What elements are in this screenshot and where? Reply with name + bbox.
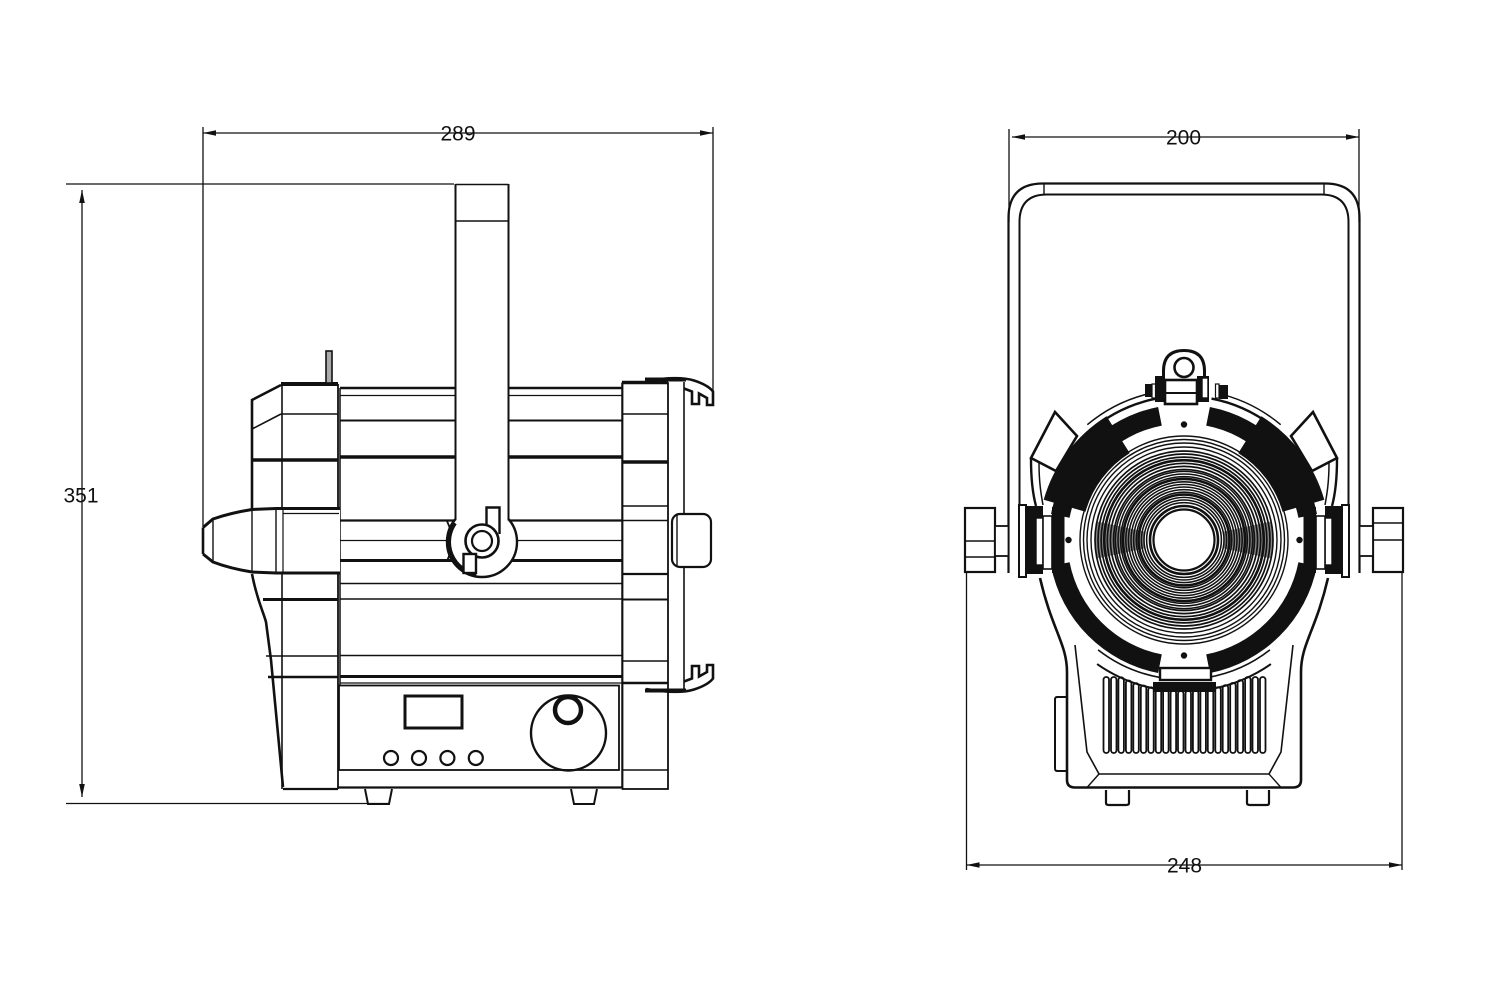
svg-text:200: 200 xyxy=(1166,127,1201,150)
svg-text:351: 351 xyxy=(63,485,98,508)
svg-text:248: 248 xyxy=(1167,855,1202,878)
svg-text:289: 289 xyxy=(440,123,475,146)
